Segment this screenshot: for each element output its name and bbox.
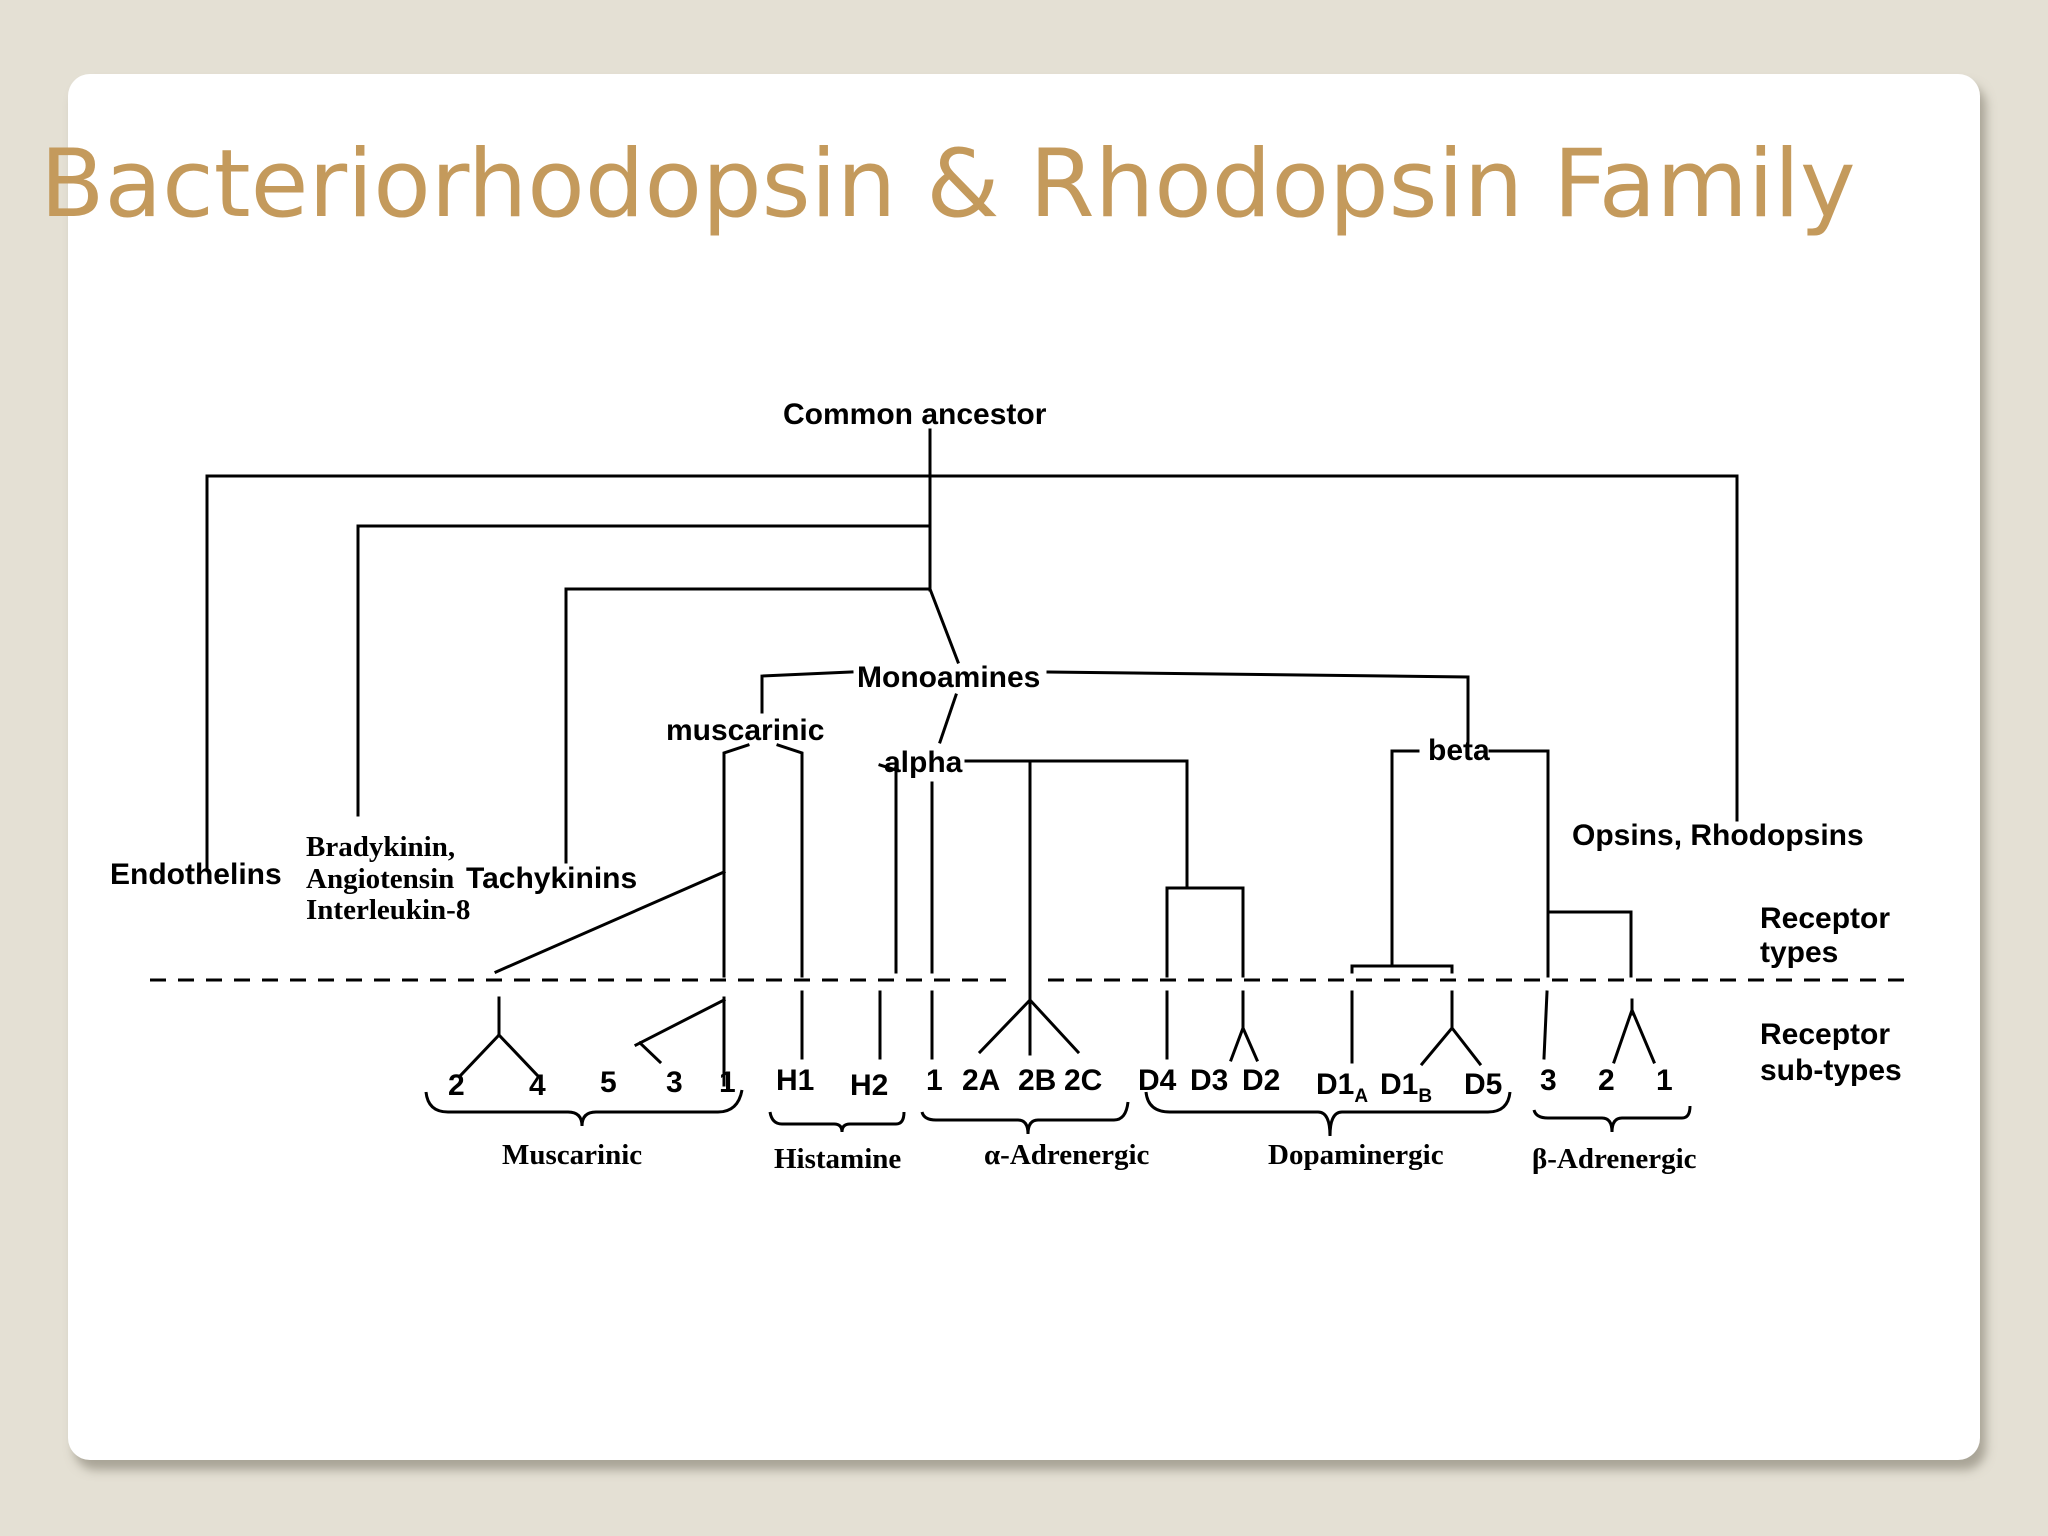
slide-panel: [68, 74, 1980, 1460]
brace-histamine: [768, 1111, 906, 1133]
subtype-a2a: 2A: [962, 1064, 1000, 1097]
subtype-b2: 2: [1598, 1064, 1615, 1097]
receptor-subtypes-label-1: Receptor: [1760, 1018, 1890, 1051]
subtype-b3: 3: [1540, 1064, 1557, 1097]
group-alpha-adrenergic: α-Adrenergic: [984, 1139, 1150, 1171]
m24-l: [458, 996, 501, 1078]
tachykinins-label: Tachykinins: [466, 862, 637, 895]
mono-alpha: [938, 693, 958, 744]
monoamines-label: Monoamines: [857, 661, 1040, 694]
subtype-m3: 3: [666, 1066, 683, 1099]
receptor-types-label-2: types: [1760, 936, 1838, 969]
muscarinic-branch-label: muscarinic: [666, 714, 824, 747]
subtype-h2: H2: [850, 1069, 888, 1102]
group-braces: [424, 1089, 1692, 1137]
beta-branch-label: beta: [1428, 734, 1490, 767]
beta-left: [1390, 749, 1420, 966]
mono-left: [760, 670, 854, 714]
beta21-bracket: [1546, 910, 1633, 978]
subtype-a2b: 2B: [1018, 1064, 1056, 1097]
h2-line: [878, 763, 898, 974]
group-beta-adrenergic: β-Adrenergic: [1532, 1143, 1697, 1175]
subtype-h1: H1: [776, 1064, 814, 1097]
subtype-m5: 5: [600, 1066, 617, 1099]
subtype-b1: 1: [1656, 1064, 1673, 1097]
musc-right-h1: [776, 743, 804, 978]
slide-title: Bacteriorhodopsin & Rhodopsin Family: [40, 130, 1856, 239]
branch-monoamines: [928, 587, 960, 664]
b21-fork: [1612, 1005, 1656, 1064]
musc-left: [722, 743, 750, 978]
alpha-branch-label: alpha: [884, 746, 963, 779]
d1b-d5-fork: [1419, 1025, 1483, 1067]
d4-d2-bracket: [1165, 886, 1245, 978]
brace-dopamine: [1144, 1091, 1512, 1137]
bradykinin-label-1: Bradykinin,: [306, 831, 455, 863]
group-histamine: Histamine: [774, 1143, 901, 1175]
brace-muscarinic: [424, 1089, 744, 1127]
subtype-m2: 2: [448, 1069, 465, 1102]
tree-lines: [205, 428, 1739, 1087]
m24-r: [496, 1032, 540, 1078]
m3-tick: [637, 1040, 663, 1065]
opsins-label: Opsins, Rhodopsins: [1572, 819, 1864, 852]
subtype-a2c: 2C: [1064, 1064, 1102, 1097]
group-muscarinic: Muscarinic: [502, 1139, 642, 1171]
alpha-h: [964, 759, 1189, 888]
subtype-a1: 1: [926, 1064, 943, 1097]
subtype-m1: 1: [719, 1066, 736, 1099]
m53-diag: [633, 997, 727, 1048]
receptor-subtypes-label-2: sub-types: [1760, 1054, 1902, 1087]
endothelins-label: Endothelins: [110, 858, 282, 891]
bradykinin-label-2: Angiotensin: [306, 863, 454, 895]
group-dopaminergic: Dopaminergic: [1268, 1139, 1444, 1171]
branch-endothelins-opsins: [205, 474, 1739, 872]
branch-tachykinins: [564, 587, 932, 864]
mono-right: [1046, 670, 1470, 742]
beta-right: [1488, 749, 1550, 978]
subtype-d3: D3: [1190, 1064, 1228, 1097]
subtype-d1b: D1B: [1380, 1068, 1432, 1107]
subtype-d2: D2: [1242, 1064, 1280, 1097]
d3d2-fork: [1229, 1024, 1259, 1062]
subtype-d4: D4: [1138, 1064, 1177, 1097]
brace-beta: [1532, 1105, 1692, 1133]
brace-alpha: [920, 1101, 1130, 1135]
branch-bradykinin: [356, 524, 932, 817]
subtype-d5: D5: [1464, 1068, 1502, 1101]
b3-sub: [1542, 990, 1549, 1060]
root-label: Common ancestor: [783, 398, 1047, 431]
a2-fork: [977, 997, 1081, 1055]
subtype-m4: 4: [529, 1069, 546, 1102]
bradykinin-label-3: Interleukin-8: [306, 894, 470, 926]
musc-diag: [494, 870, 726, 974]
receptor-types-label-1: Receptor: [1760, 902, 1890, 935]
subtype-d1a: D1A: [1316, 1068, 1368, 1107]
